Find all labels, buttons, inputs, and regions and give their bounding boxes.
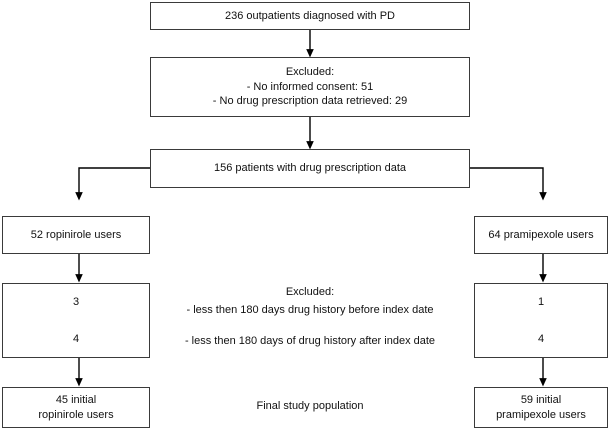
box-with-prescription-data: 156 patients with drug prescription data — [150, 149, 470, 188]
box-pramipexole-excluded-before: 1 — [537, 295, 545, 308]
box-pramipexole-excluded: 1 4 — [474, 283, 608, 358]
text-final-population: Final study population — [256, 400, 364, 412]
box-enrolled: 236 outpatients diagnosed with PD — [150, 2, 470, 30]
box-excluded-top-line3: - No drug prescription data retrieved: 2… — [212, 95, 408, 108]
box-ropinirole-final-line1: 45 initial — [55, 393, 97, 406]
box-ropinirole-excluded-before: 3 — [72, 295, 80, 308]
box-pramipexole-users: 64 pramipexole users — [474, 216, 608, 254]
text-excluded-mid-before: - less then 180 days drug history before… — [186, 304, 434, 316]
box-ropinirole-final-line2: ropinirole users — [38, 408, 114, 421]
box-pramipexole-final: 59 initial pramipexole users — [474, 387, 608, 428]
arrow-withdata-to-pramipexole — [470, 167, 547, 201]
box-excluded-top-line1: Excluded: — [285, 65, 335, 78]
box-ropinirole-excluded: 3 4 — [2, 283, 150, 358]
box-pramipexole-final-line2: pramipexole users — [496, 408, 586, 421]
box-ropinirole-users-text: 52 ropinirole users — [30, 228, 122, 241]
box-enrolled-text: 236 outpatients diagnosed with PD — [224, 9, 395, 22]
box-with-prescription-data-text: 156 patients with drug prescription data — [213, 162, 406, 175]
arrow-withdata-to-ropinirole — [75, 167, 150, 201]
box-excluded-top: Excluded: - No informed consent: 51 - No… — [150, 57, 470, 117]
box-pramipexole-final-line1: 59 initial — [520, 393, 562, 406]
text-excluded-mid-title: Excluded: — [285, 286, 335, 298]
text-excluded-mid-after: - less then 180 days of drug history aft… — [184, 335, 436, 347]
box-ropinirole-final: 45 initial ropinirole users — [2, 387, 150, 428]
box-ropinirole-users: 52 ropinirole users — [2, 216, 150, 254]
box-ropinirole-excluded-after: 4 — [72, 332, 80, 345]
box-excluded-top-line2: - No informed consent: 51 — [246, 80, 374, 93]
box-pramipexole-excluded-after: 4 — [537, 332, 545, 345]
box-pramipexole-users-text: 64 pramipexole users — [488, 228, 594, 241]
